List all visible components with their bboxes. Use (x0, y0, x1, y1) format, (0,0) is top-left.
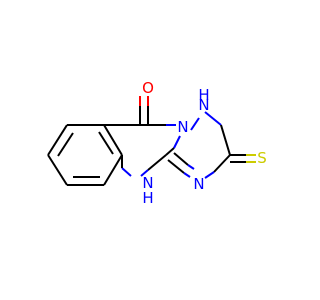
nitrogen-top-hydrogen-label: H (198, 86, 209, 104)
bond-c2-n3a (213, 154, 231, 173)
molecule-structure-diagram: O N N H N N H S (47, 79, 267, 207)
triazole-ring (167, 111, 231, 179)
bond-c7-c6 (47, 154, 68, 186)
nitrogen-bottom-hydrogen-label: H (142, 189, 153, 207)
nitrogen-right-label: N (193, 175, 204, 193)
bond-n1-c3b (165, 147, 175, 156)
bond-c2-c2b (220, 124, 231, 156)
bond-n1-n2a (190, 117, 200, 131)
bond-c3a-n3-inner-b (187, 164, 195, 170)
nitrogen-top-label: N (198, 96, 209, 114)
bond-c3a-n3-inner-a (173, 152, 189, 166)
bond-c3a-n3-double-a (167, 159, 185, 174)
thione-group (230, 154, 256, 163)
bond-n1-c3a (173, 135, 181, 149)
bond-c4a-c8a (103, 124, 123, 156)
nitrogen-label-1: N (177, 118, 188, 136)
bond-c3a-n4b (140, 169, 149, 177)
sulfur-label: S (257, 149, 267, 167)
bond-c8-c7 (47, 124, 68, 156)
bond-n2-c2a (204, 111, 222, 126)
oxygen-label: O (142, 79, 154, 97)
bond-c2-n3b (204, 171, 215, 179)
bond-c4a-c8a-inner (98, 131, 114, 155)
bond-n4-c4a-a (121, 167, 132, 177)
bond-c8-c7-inner (57, 132, 74, 157)
nitrogen-bottom-label: N (142, 174, 153, 192)
benzene-ring (47, 124, 123, 186)
bond-c3a-n3-double-b (183, 172, 191, 178)
bond-c5-c4a (103, 154, 123, 186)
bond-c3a-n4a (147, 154, 167, 171)
pyrimidinone-ring (104, 96, 181, 177)
